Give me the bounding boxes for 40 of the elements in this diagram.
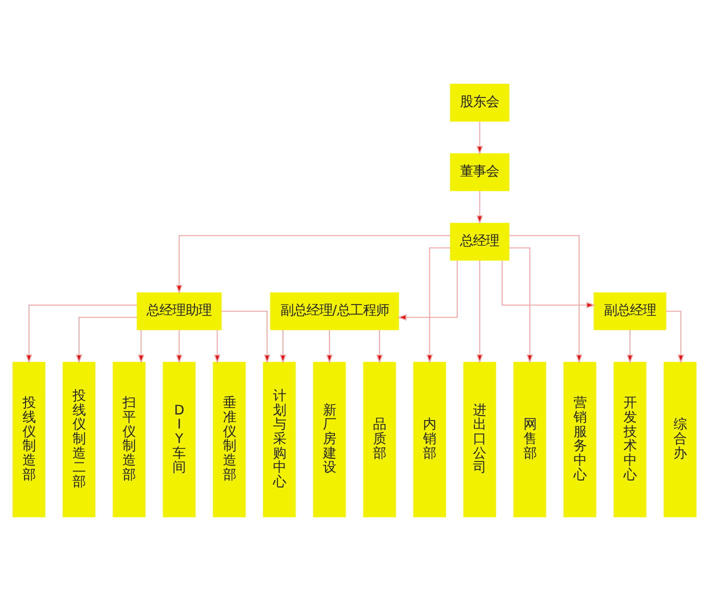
arrow	[476, 260, 482, 364]
arrow	[426, 246, 450, 364]
arrow	[175, 234, 450, 294]
arrow	[214, 329, 220, 364]
arrow	[508, 234, 582, 364]
node-box: 股东会	[450, 83, 509, 122]
arrow	[220, 310, 270, 364]
arrow	[175, 329, 182, 364]
node-box: 计划与采购中心	[262, 361, 296, 517]
node-box: 投线仪制造部	[12, 361, 45, 517]
arrow	[476, 120, 482, 155]
node-box: 进出口公司	[462, 361, 496, 517]
node-box: 扫平仪制造部	[112, 361, 145, 517]
node-box: 网售部	[512, 361, 546, 517]
arrow	[626, 329, 633, 364]
arrow	[279, 329, 286, 364]
arrow	[396, 260, 458, 320]
node-box: 总经理助理	[136, 292, 222, 330]
node-box: 内销部	[412, 361, 446, 517]
node-box: 营销服务中心	[563, 361, 596, 517]
node-box: 副总经理/总工程师	[270, 292, 398, 330]
arrow	[326, 329, 332, 364]
node-box: 综合办	[663, 361, 696, 517]
arrow	[476, 190, 482, 224]
node-box: 董事会	[450, 152, 509, 191]
arrow	[75, 316, 136, 364]
arrow	[665, 310, 684, 364]
node-box: DIY车间	[162, 361, 196, 517]
node-box: 垂准仪制造部	[212, 361, 246, 517]
node-box: 总经理	[450, 222, 509, 260]
node-box: 开发技术中心	[613, 361, 646, 517]
arrow	[25, 304, 136, 364]
node-box: 投线仪制造二部	[62, 361, 95, 517]
node-box: 新厂房建设	[312, 361, 346, 517]
arrow	[376, 329, 382, 364]
arrow	[508, 246, 533, 364]
arrow	[137, 329, 144, 364]
node-box: 品质部	[362, 361, 396, 517]
arrow	[501, 260, 596, 308]
node-box: 副总经理	[593, 292, 666, 330]
